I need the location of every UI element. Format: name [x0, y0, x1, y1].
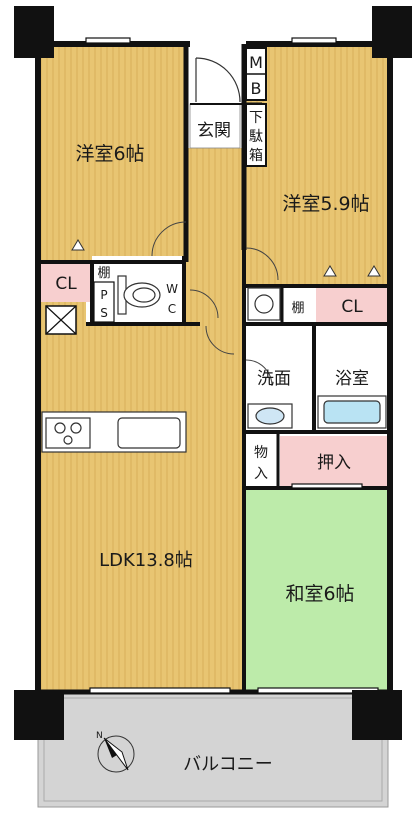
entrance-door-area — [190, 46, 242, 104]
japanese-room-label: 和室6帖 — [285, 583, 354, 605]
western-room-b — [246, 46, 390, 286]
closet-a-label: CL — [55, 274, 77, 294]
ldk-floor — [38, 300, 242, 692]
japanese-room-floor — [246, 490, 390, 690]
pipe-space — [93, 281, 115, 323]
oshiire-label: 押入 — [317, 453, 351, 473]
columns — [14, 6, 412, 740]
shelf-a-label: 棚 — [97, 266, 110, 281]
meter-box — [245, 47, 267, 101]
western-room-a — [38, 46, 186, 264]
ldk-label: LDK13.8帖 — [99, 550, 193, 571]
svg-text:N: N — [96, 731, 103, 741]
entrance-door — [195, 57, 241, 103]
hinge-markers — [71, 239, 381, 277]
entrance-label: 玄関 — [197, 121, 231, 141]
pipe-space-s-label: S — [100, 306, 108, 320]
wc-w-label: W — [166, 282, 178, 296]
shelf-b-label: 棚 — [291, 301, 304, 316]
western-room-a-label: 洋室6帖 — [75, 143, 144, 165]
western-room-b-label: 洋室5.9帖 — [282, 193, 369, 215]
shoe-box — [245, 103, 267, 167]
shoe-box-label-3: 箱 — [249, 148, 263, 164]
toilet-icon — [117, 275, 161, 315]
closet-b-area — [316, 288, 390, 322]
storage-label-1: 物 — [254, 445, 268, 461]
pipe-space-p-label: P — [100, 288, 107, 302]
meter-box-m-label: M — [249, 53, 263, 72]
compass-icon: N — [96, 731, 135, 773]
stove-icon — [45, 417, 91, 449]
shoe-box-label-1: 下 — [249, 110, 263, 126]
sink-icon — [117, 417, 181, 449]
shoe-box-label-2: 駄 — [249, 129, 263, 145]
meter-box-b-label: B — [251, 79, 262, 98]
closet-b-label: CL — [341, 297, 363, 317]
vent-icon — [45, 305, 77, 335]
storage-label-2: 入 — [254, 466, 268, 482]
door-swings — [151, 221, 279, 387]
windows — [85, 37, 379, 694]
bathtub-icon — [317, 395, 387, 429]
shelf-b-area — [284, 288, 314, 322]
balcony — [37, 691, 389, 808]
closet-a-area — [38, 262, 92, 302]
washroom-label: 洗面 — [257, 369, 291, 389]
washer-icon — [247, 287, 281, 321]
corridor — [186, 148, 242, 328]
wc-c-label: C — [168, 302, 176, 316]
oshiire-area — [280, 436, 390, 486]
balcony-label: バルコニー — [183, 754, 273, 775]
bathroom-label: 浴室 — [335, 369, 369, 389]
washbasin-icon — [247, 403, 293, 429]
storage-floor — [246, 434, 276, 488]
